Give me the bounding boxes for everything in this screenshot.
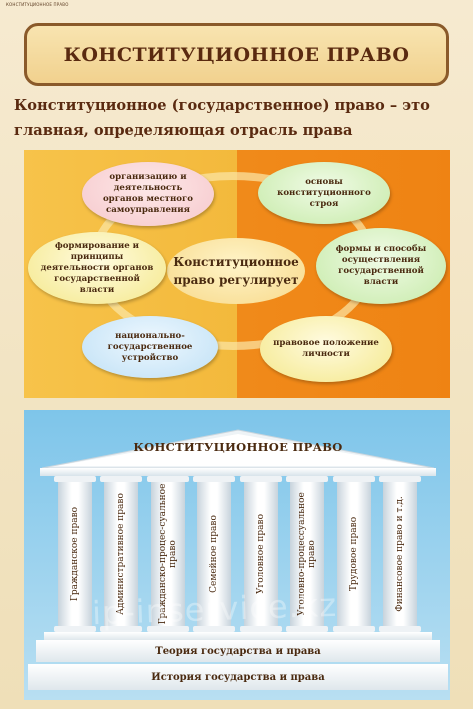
- temple-roof-label: КОНСТИТУЦИОННОЕ ПРАВО: [133, 440, 343, 454]
- scheme-item-state-bodies: формирование и принципы деятельности орг…: [28, 232, 166, 304]
- scheme-item-state-power-forms: формы и способы осуществления государств…: [316, 228, 446, 304]
- column-label: Гражданское право: [70, 506, 80, 602]
- definition-text: Конституционное (государственное) право …: [14, 97, 430, 139]
- column-civil-law: Гражданское право: [54, 476, 96, 632]
- column-criminal-procedure-law: Уголовно-процессуальное право: [286, 476, 328, 632]
- column-administrative-law: Административное право: [100, 476, 142, 632]
- column-label: Трудовое право: [349, 516, 359, 592]
- step-theory: Теория государства и права: [36, 640, 440, 662]
- column-label: Финансовое право и т.д.: [395, 496, 405, 612]
- title-banner: КОНСТИТУЦИОННОЕ ПРАВО: [24, 23, 449, 86]
- scheme-item-label: национально-государственное устройство: [107, 330, 193, 363]
- column-civil-procedure-law: Гражданско-процес-суальное право: [147, 476, 189, 632]
- column-financial-law: Финансовое право и т.д.: [379, 476, 421, 632]
- scheme-item-label: основы конституционного строя: [277, 176, 371, 209]
- scheme-item-label: правовое положение личности: [273, 338, 379, 359]
- scheme-center: Конституционное право регулирует: [167, 238, 305, 304]
- law-temple: КОНСТИТУЦИОННОЕ ПРАВО Гражданское право …: [24, 410, 450, 700]
- scheme-center-label: Конституционное право регулирует: [173, 255, 299, 287]
- scheme-item-label: формирование и принципы деятельности орг…: [40, 240, 154, 295]
- scheme-item-national-structure: национально-государственное устройство: [82, 316, 218, 378]
- scheme-item-label: организацию и деятельность органов местн…: [102, 172, 194, 215]
- scheme-item-label: формы и способы осуществления государств…: [335, 244, 427, 287]
- step-history: История государства и права: [28, 664, 448, 690]
- temple-beam: [40, 468, 436, 476]
- column-criminal-law: Уголовное право: [240, 476, 282, 632]
- scheme-item-local-government: организацию и деятельность органов местн…: [82, 162, 214, 226]
- corner-label: КОНСТИТУЦИОННОЕ ПРАВО: [6, 2, 69, 7]
- page-title: КОНСТИТУЦИОННОЕ ПРАВО: [63, 43, 410, 66]
- temple-pediment: [42, 429, 434, 468]
- scheme-item-constitutional-order: основы конституционного строя: [258, 162, 390, 224]
- regulation-scheme: Конституционное право регулирует организ…: [24, 150, 450, 398]
- column-labour-law: Трудовое право: [333, 476, 375, 632]
- temple-stylobate: [44, 632, 432, 640]
- column-family-law: Семейное право: [193, 476, 235, 632]
- scheme-item-personal-status: правовое положение личности: [260, 316, 392, 382]
